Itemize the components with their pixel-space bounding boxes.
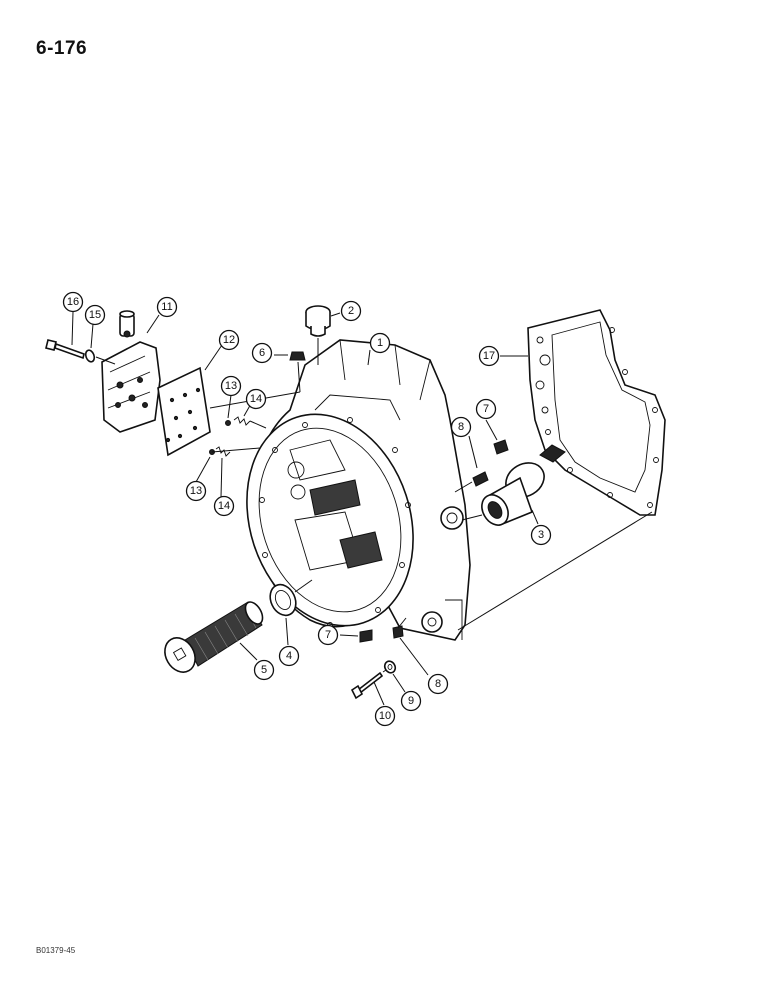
svg-text:11: 11	[161, 301, 172, 313]
valve-washer	[84, 349, 96, 363]
bolt	[350, 669, 387, 700]
svg-text:16: 16	[67, 296, 79, 308]
callout-13-upper: 13	[220, 375, 242, 397]
washer	[383, 660, 397, 674]
breather-cap	[305, 305, 331, 365]
svg-text:1: 1	[377, 337, 383, 349]
top-plug	[289, 351, 306, 393]
svg-text:17: 17	[483, 350, 495, 362]
callout-9: 9	[400, 690, 422, 712]
svg-text:5: 5	[261, 664, 267, 676]
valve-body	[101, 310, 161, 433]
svg-text:7: 7	[483, 403, 489, 415]
page-number: 6-176	[36, 38, 88, 59]
callout-2: 2	[340, 300, 362, 322]
callout-14-upper: 14	[245, 388, 267, 410]
callout-3: 3	[530, 524, 552, 546]
svg-text:8: 8	[435, 678, 441, 690]
callout-17: 17	[478, 345, 500, 367]
callout-10: 10	[374, 705, 396, 727]
callout-15: 15	[84, 304, 106, 326]
svg-text:2: 2	[348, 305, 354, 317]
bushing	[461, 462, 545, 527]
svg-text:10: 10	[379, 710, 391, 722]
callout-8-lower: 8	[427, 673, 449, 695]
check-ball-upper	[225, 420, 231, 426]
callout-13-lower: 13	[185, 480, 207, 502]
callout-16: 16	[62, 291, 84, 313]
callout-7-lower: 7	[317, 624, 339, 646]
svg-text:9: 9	[408, 695, 414, 707]
callout-1: 1	[369, 332, 391, 354]
gasket	[457, 309, 666, 631]
figure-code: B01379-45	[36, 946, 76, 955]
spring-upper	[233, 416, 251, 426]
svg-text:6: 6	[259, 347, 265, 359]
svg-text:7: 7	[325, 629, 331, 641]
svg-text:8: 8	[458, 421, 464, 433]
filter-screen	[164, 601, 264, 673]
svg-text:14: 14	[218, 500, 230, 512]
svg-text:12: 12	[223, 334, 235, 346]
svg-text:15: 15	[89, 309, 101, 321]
valve-bolt	[45, 339, 116, 365]
callout-7-upper: 7	[475, 398, 497, 420]
svg-text:4: 4	[286, 650, 292, 662]
svg-text:13: 13	[225, 380, 237, 392]
upper-plug	[493, 439, 509, 455]
lower-pin	[392, 617, 407, 639]
lower-plug	[359, 629, 373, 643]
callout-11: 11	[156, 296, 178, 318]
transmission-housing	[246, 339, 471, 641]
callout-8-upper: 8	[450, 416, 472, 438]
callout-12: 12	[218, 329, 240, 351]
svg-text:14: 14	[250, 393, 262, 405]
svg-text:13: 13	[190, 485, 202, 497]
seal-ring	[269, 579, 313, 617]
callout-leaders	[71, 311, 539, 706]
callout-5: 5	[253, 659, 275, 681]
callout-6: 6	[251, 342, 273, 364]
callout-14-lower: 14	[213, 495, 235, 517]
callout-4: 4	[278, 645, 300, 667]
upper-pin	[454, 471, 489, 493]
svg-text:3: 3	[538, 529, 544, 541]
